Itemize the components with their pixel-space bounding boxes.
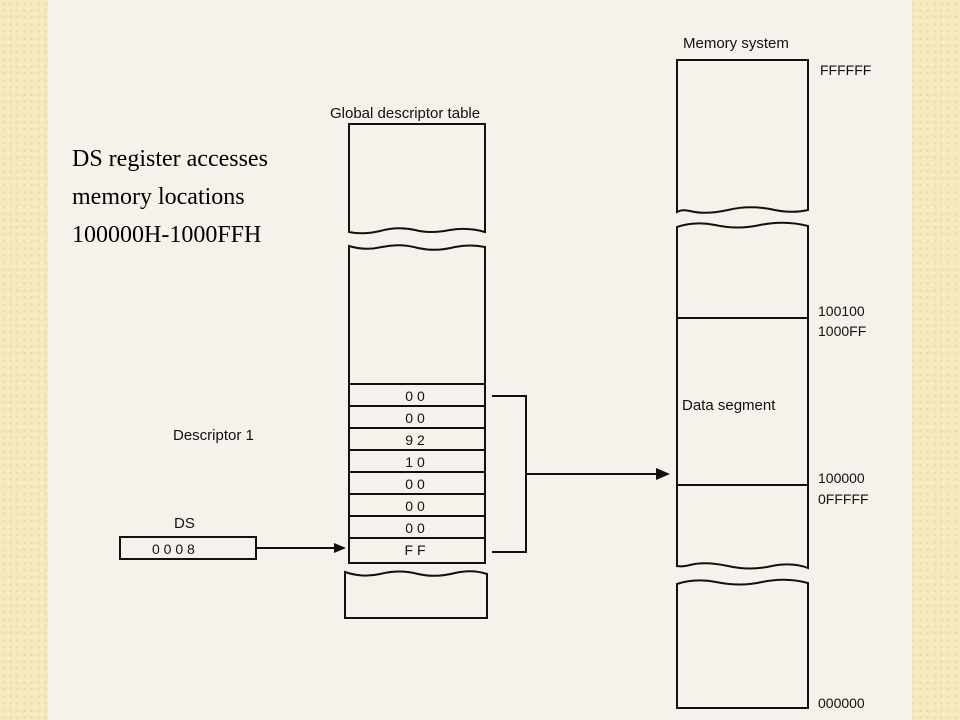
ds-arrow-head: [334, 543, 346, 553]
address-0fffff: 0FFFFF: [818, 491, 869, 507]
descriptor-rows: [349, 383, 485, 539]
data-segment-label: Data segment: [682, 397, 776, 414]
descriptor-byte-0: F F: [405, 542, 426, 558]
address-1000ff: 1000FF: [818, 323, 866, 339]
descriptor-byte-4: 1 0: [405, 454, 425, 470]
descriptor-byte-1: 0 0: [405, 520, 425, 536]
address-100000: 100000: [818, 470, 865, 486]
ds-register-label: DS: [174, 515, 195, 532]
caption-line-2: memory locations: [72, 184, 245, 210]
memory-upper-block: [676, 59, 809, 214]
address-000000: 000000: [818, 695, 865, 711]
base-arrow-head: [656, 468, 670, 480]
descriptor-byte-2: 0 0: [405, 498, 425, 514]
gdt-lower-block: [344, 570, 488, 619]
gdt-upper-block: [348, 123, 486, 235]
descriptor-byte-3: 0 0: [405, 476, 425, 492]
gdt-title: Global descriptor table: [330, 105, 480, 122]
descriptor-bracket: [492, 395, 527, 553]
descriptor-byte-7: 0 0: [405, 388, 425, 404]
memory-title: Memory system: [683, 35, 789, 52]
descriptor-byte-6: 0 0: [405, 410, 425, 426]
memory-column: [676, 221, 809, 570]
descriptor-byte-5: 9 2: [405, 432, 425, 448]
diagram-paper: [48, 0, 912, 720]
descriptor-label: Descriptor 1: [173, 427, 254, 444]
caption-line-1: DS register accesses: [72, 146, 268, 172]
address-100100: 100100: [818, 303, 865, 319]
memory-lower-block: [676, 578, 809, 709]
caption-line-3: 100000H-1000FFH: [72, 222, 261, 248]
address-ffffff: FFFFFF: [820, 62, 871, 78]
gdt-column: [348, 244, 486, 564]
ds-register-value: 0 0 0 8: [152, 541, 195, 557]
